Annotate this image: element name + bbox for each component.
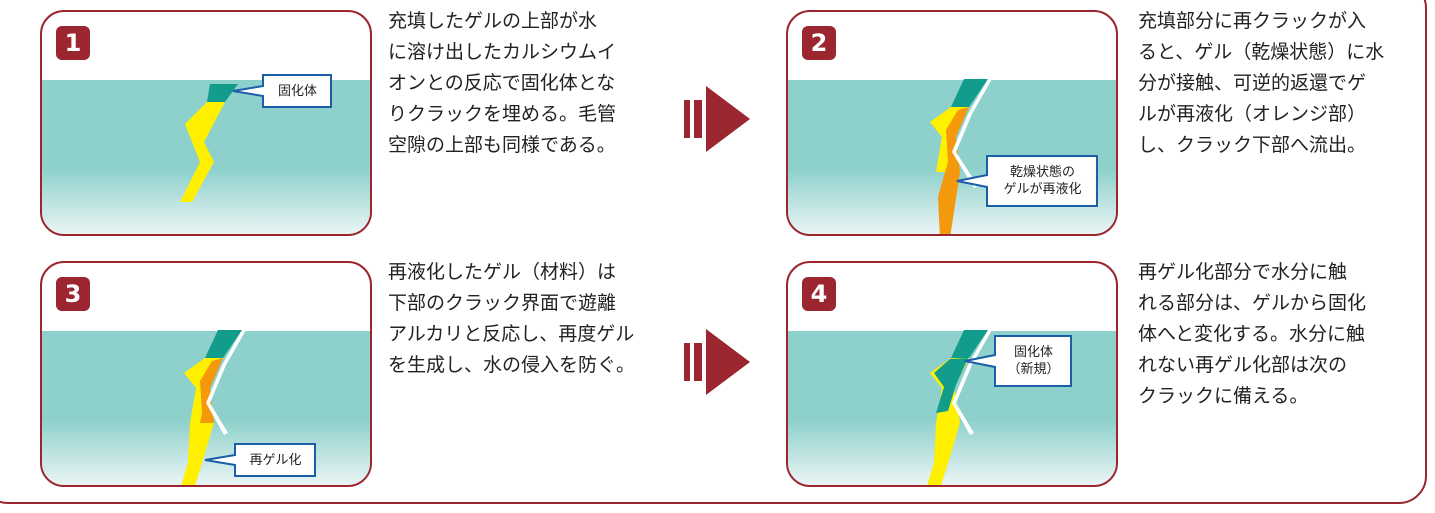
callout-line: 固化体 — [1013, 345, 1053, 360]
description-line: ると、ゲル（乾燥状態）に水 — [1138, 41, 1385, 63]
description-line: に溶け出したカルシウムイ — [388, 41, 617, 63]
step-3-description: 再液化したゲル（材料）は 下部のクラック界面で遊離 アルカリと反応し、再度ゲル … — [388, 257, 635, 381]
reliquefied-gel — [938, 107, 969, 234]
callout-bubble — [204, 443, 316, 477]
callout-line: （新規） — [1007, 362, 1060, 377]
outer-frame — [0, 0, 1427, 504]
re-crack-line — [952, 79, 992, 188]
step-2-description: 充填部分に再クラックが入 ると、ゲル（乾燥状態）に水 分が接触、可逆的返還でゲ … — [1138, 6, 1384, 161]
solid-body — [951, 330, 988, 358]
description-line: 再ゲル化部分で水分に触 — [1138, 261, 1348, 283]
description-line: れない再ゲル化部は次の — [1138, 354, 1348, 376]
step-4-description: 再ゲル化部分で水分に触 れる部分は、ゲルから固化 体へと変化する。水分に触 れな… — [1138, 257, 1366, 412]
description-line: 体へと変化する。水分に触 — [1138, 323, 1366, 345]
step-number-badge: 1 — [56, 26, 90, 60]
right-block-arrow-icon — [684, 329, 750, 395]
description-line: 下部のクラック界面で遊離 — [388, 292, 617, 314]
step-number-badge: 4 — [802, 277, 836, 311]
crack-illustration — [181, 330, 246, 485]
step-number-badge: 2 — [802, 26, 836, 60]
description-line: 充填したゲルの上部が水 — [388, 10, 598, 32]
callout-solid-body: 固化体 — [232, 74, 332, 108]
callout-bubble — [964, 335, 1072, 387]
callout-regel: 再ゲル化 — [204, 443, 316, 477]
callout-line: ゲルが再液化 — [1003, 182, 1082, 197]
description-line: ルが再液化（オレンジ部） — [1138, 103, 1367, 125]
solid-body — [951, 79, 988, 107]
callout-line: 再ゲル化 — [249, 452, 302, 468]
gel-fill — [180, 102, 225, 202]
description-line: クラックに備える。 — [1138, 385, 1309, 407]
description-line: れる部分は、ゲルから固化 — [1138, 292, 1367, 314]
step-1-panel: 1 固化体 — [40, 10, 372, 236]
new-solid-body — [934, 358, 968, 413]
callout-line: 乾燥状態の — [1009, 165, 1075, 180]
crack-illustration — [180, 84, 238, 202]
callout-new-solid-body: 固化体 （新規） — [964, 335, 1072, 387]
description-line: 充填部分に再クラックが入 — [1138, 10, 1367, 32]
step-4-panel: 4 固化体 （新規） — [786, 261, 1118, 487]
callout-bubble — [956, 155, 1098, 207]
right-block-arrow-icon — [684, 86, 750, 152]
description-line: オンとの反応で固化体とな — [388, 72, 616, 94]
crack-illustration — [930, 79, 992, 234]
callout-line: 固化体 — [277, 83, 317, 99]
description-line: 空隙の上部も同様である。 — [388, 134, 616, 156]
callout-bubble — [232, 74, 332, 108]
solid-body — [207, 84, 238, 102]
step-1-description: 充填したゲルの上部が水 に溶け出したカルシウムイ オンとの反応で固化体とな りク… — [388, 6, 616, 161]
regelled-fill — [927, 423, 960, 485]
regelled-fill — [181, 423, 214, 485]
callout-reliquefied-gel: 乾燥状態の ゲルが再液化 — [956, 155, 1098, 207]
step-number-badge: 3 — [56, 277, 90, 311]
description-line: 再液化したゲル（材料）は — [388, 261, 617, 283]
description-line: 分が接触、可逆的返還でゲ — [1138, 72, 1367, 94]
description-line: し、クラック下部へ流出。 — [1138, 134, 1367, 156]
solid-body — [205, 330, 242, 358]
crack-illustration — [927, 330, 992, 485]
description-line: りクラックを埋める。毛管 — [388, 103, 617, 125]
step-3-panel: 3 再ゲル化 — [40, 261, 372, 487]
step-2-panel: 2 乾燥状態の ゲルが再液化 — [786, 10, 1118, 236]
description-line: アルカリと反応し、再度ゲル — [388, 323, 635, 345]
description-line: を生成し、水の侵入を防ぐ。 — [388, 354, 636, 376]
